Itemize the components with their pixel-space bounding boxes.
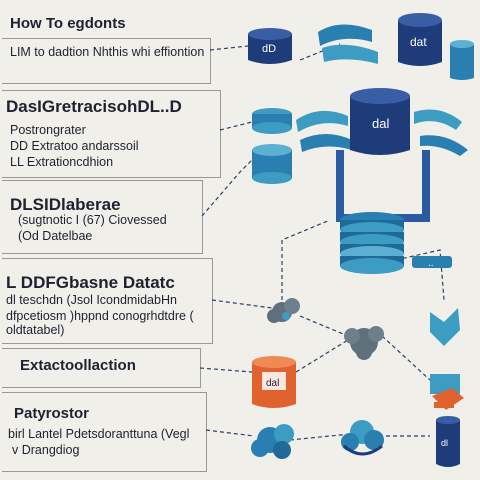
connector-10 bbox=[295, 339, 349, 373]
panel-box-3 bbox=[2, 180, 203, 254]
database-icon: dD bbox=[248, 28, 292, 64]
section-3-title: DLSIDlaberae bbox=[10, 195, 121, 214]
connector-9 bbox=[395, 249, 445, 301]
gear-icon bbox=[344, 326, 384, 360]
panel-box-1 bbox=[2, 38, 211, 84]
panel-box-6 bbox=[2, 392, 207, 472]
folder-icon bbox=[430, 374, 464, 410]
section-4-title: L DDFGbasne Datatc bbox=[6, 273, 175, 292]
database-icon: dal bbox=[350, 88, 410, 155]
section-4-line-2: dfpcetiosm )hppnd conogrhdtdre ( bbox=[6, 309, 194, 323]
database-icon: dl bbox=[436, 416, 460, 467]
cloud-icon bbox=[267, 298, 300, 323]
panel-box-2 bbox=[2, 90, 221, 178]
database-icon bbox=[450, 40, 474, 80]
section-2-title: DasIGretracisohDL..D bbox=[6, 97, 182, 116]
connector-4 bbox=[211, 299, 273, 309]
section-1-line-1: LIM to dadtion Nhthis whi effiontion bbox=[10, 45, 205, 59]
connector-5 bbox=[199, 367, 253, 373]
db-orange-label: dal bbox=[266, 378, 279, 389]
connector-lines bbox=[199, 43, 445, 441]
section-4-line-3: oldtatabel) bbox=[6, 323, 65, 337]
section-4-line-1: dl teschdn (Jsol IcondmidabHn bbox=[6, 293, 177, 307]
cloud-icon bbox=[341, 420, 384, 456]
node-dots-label: .. bbox=[428, 258, 434, 269]
section-6-title: Patyrostor bbox=[14, 405, 90, 422]
panel-box-4 bbox=[2, 258, 213, 344]
section-3-line-2: (Od Datelbae bbox=[18, 229, 93, 243]
db-center-label: dal bbox=[372, 116, 389, 131]
shield-icon bbox=[430, 308, 460, 346]
section-6-line-2: v Drangdiog bbox=[12, 443, 80, 457]
section-2-line-3: LL Extrationcdhion bbox=[10, 155, 114, 169]
connector-7 bbox=[281, 219, 331, 300]
cloud-icon bbox=[251, 424, 294, 459]
database-icon: dal bbox=[252, 356, 296, 408]
chevron-icon bbox=[318, 24, 378, 64]
connector-6 bbox=[205, 429, 255, 437]
db-top-left-label: dD bbox=[262, 43, 276, 55]
section-2-line-1: Postrongrater bbox=[10, 123, 86, 137]
chevron-icon bbox=[296, 110, 352, 152]
node-badge: .. bbox=[412, 256, 452, 269]
db-top-right-label: dat bbox=[410, 35, 427, 49]
connector-3 bbox=[201, 159, 253, 217]
database-icon: dat bbox=[398, 13, 442, 66]
section-5-title: Extactoollaction bbox=[20, 357, 136, 374]
connector-8 bbox=[299, 315, 349, 337]
section-1-title: How To egdonts bbox=[10, 15, 126, 32]
connector-1 bbox=[209, 45, 249, 51]
chevron-icon bbox=[414, 109, 468, 156]
section-6-line-1: birl Lantel Pdetsdoranttuna (Vegl bbox=[8, 427, 190, 441]
node-small-label: dl bbox=[441, 438, 448, 448]
connector-11 bbox=[381, 335, 431, 381]
database-stack-icon bbox=[340, 212, 404, 274]
connector-2 bbox=[219, 121, 253, 131]
section-2-line-2: DD Extratoo andarssoil bbox=[10, 139, 139, 153]
database-stack-icon bbox=[252, 108, 292, 184]
connector-12 bbox=[289, 433, 351, 441]
section-3-line-1: (sugtnotic I (67) Ciovessed bbox=[18, 213, 167, 227]
pipe-connector bbox=[336, 150, 430, 222]
